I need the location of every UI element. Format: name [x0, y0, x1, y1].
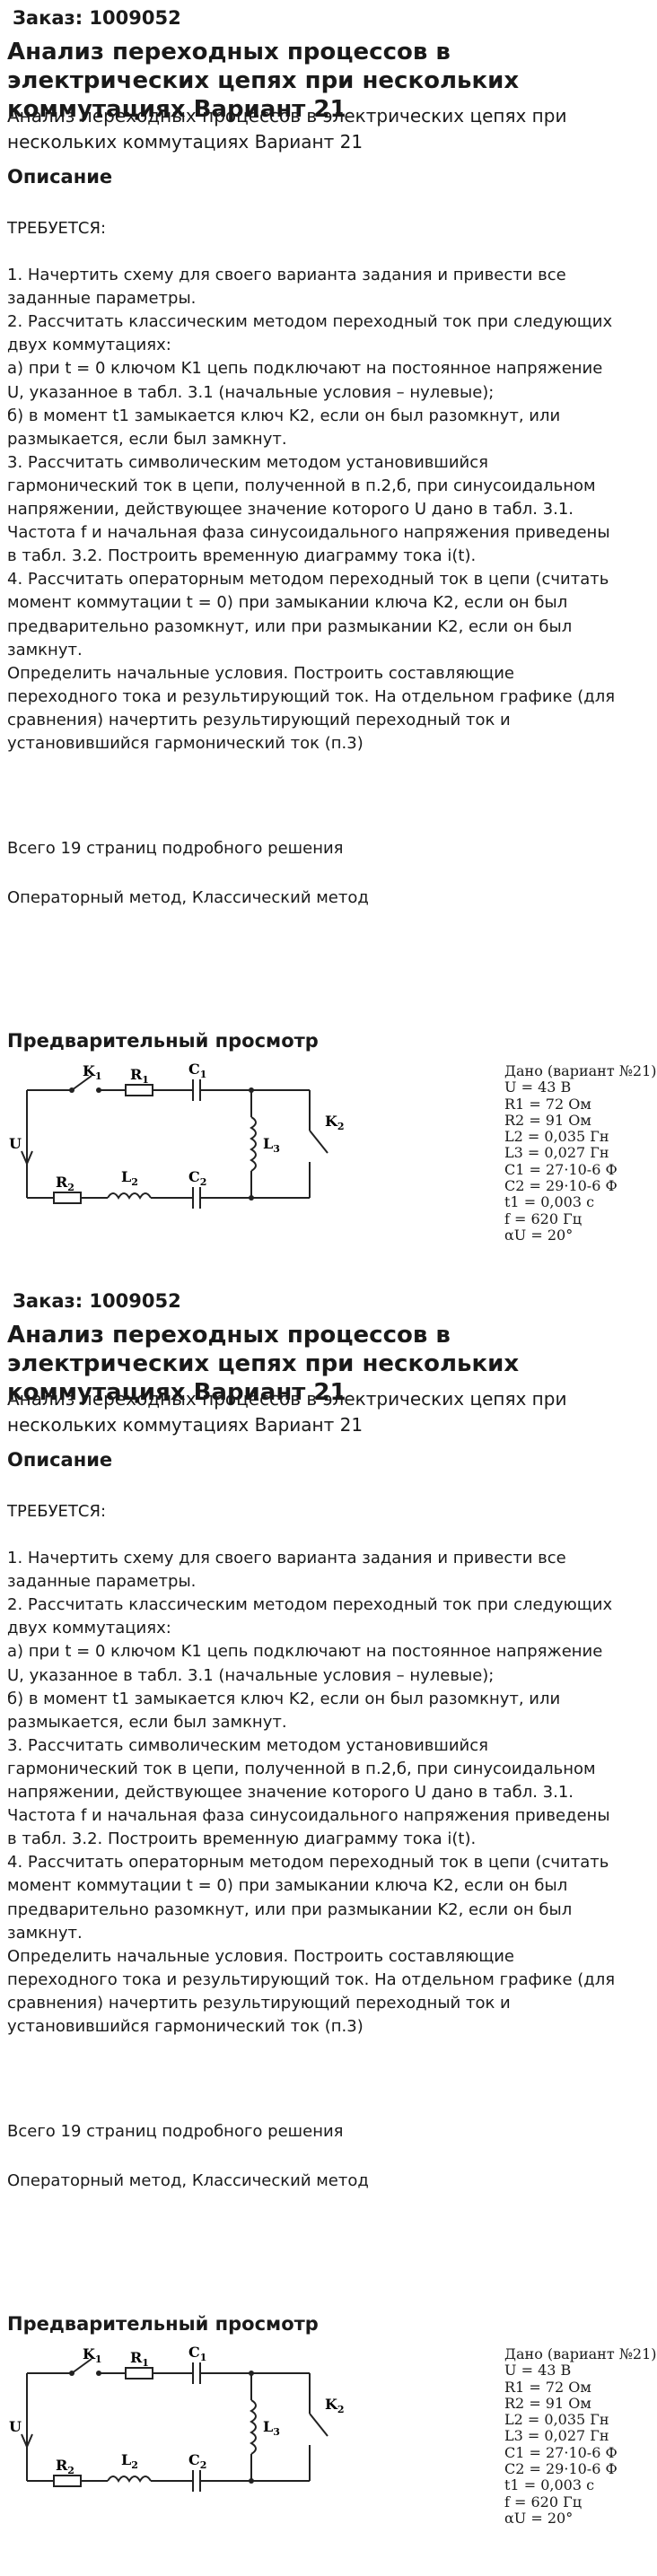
preview-heading: Предварительный просмотр [7, 2313, 319, 2335]
given-line: U = 43 В [504, 2362, 572, 2380]
order-number: Заказ: 1009052 [13, 1290, 181, 1312]
description-line: ТРЕБУЕТСЯ: [7, 1502, 107, 1521]
description-line: 2. Рассчитать классическим методом перех… [7, 1595, 613, 1638]
label-c2: C2 [188, 2451, 206, 2471]
given-line: f = 620 Гц [504, 1209, 583, 1227]
description-spacer [7, 1524, 622, 1547]
description-line: ТРЕБУЕТСЯ: [7, 219, 107, 238]
description-body: ТРЕБУЕТСЯ: 1. Начертить схему для своего… [7, 1500, 622, 2039]
given-line: L2 = 0,035 Гн [504, 1128, 609, 1146]
description-heading: Описание [7, 166, 113, 188]
description-line: б) в момент t1 замыкается ключ K2, если … [7, 1689, 561, 1732]
label-l3: L3 [263, 2418, 280, 2438]
preview-heading: Предварительный просмотр [7, 1030, 319, 1052]
label-k1: K1 [83, 2345, 102, 2365]
circuit-diagram: K1 R1 C1 L3 K2 U R2 L2 C2 [9, 1061, 345, 1209]
label-c1: C1 [188, 2344, 206, 2363]
label-r1: R1 [130, 2349, 149, 2369]
description-heading: Описание [7, 1449, 113, 1471]
given-line: R1 = 72 Ом [504, 2378, 591, 2396]
label-l2: L2 [121, 1168, 138, 1188]
page-title: Анализ переходных процессов в электричес… [7, 1322, 520, 1406]
description-line: Определить начальные условия. Построить … [7, 1946, 616, 2036]
description-line: 4. Рассчитать операторным методом перехо… [7, 570, 609, 659]
subtitle: Анализ переходных процессов в электричес… [7, 1388, 567, 1436]
label-u: U [9, 2418, 22, 2435]
label-r1: R1 [130, 1066, 149, 1086]
given-line: Дано (вариант №21) [504, 1062, 657, 1079]
circuit-diagram: K1 R1 C1 L3 K2 U R2 L2 C2 [9, 2344, 345, 2492]
given-line: C1 = 27·10-6 Ф [504, 2443, 618, 2461]
given-line: R2 = 91 Ом [504, 2394, 591, 2412]
label-l3: L3 [263, 1135, 280, 1155]
label-c2: C2 [188, 1168, 206, 1188]
description-line: 3. Рассчитать символическим методом уста… [7, 1735, 610, 1849]
methods: Операторный метод, Классический метод [7, 2171, 369, 2190]
given-parameters: Дано (вариант №21) U = 43 В R1 = 72 Ом R… [504, 1062, 657, 1244]
pages-count: Всего 19 страниц подробного решения [7, 839, 344, 858]
description-line: а) при t = 0 ключом K1 цепь подключают н… [7, 1642, 603, 1685]
description-line: 1. Начертить схему для своего варианта з… [7, 266, 566, 309]
given-line: R1 = 72 Ом [504, 1095, 591, 1113]
given-line: C2 = 29·10-6 Ф [504, 2460, 618, 2478]
given-parameters: Дано (вариант №21) U = 43 В R1 = 72 Ом R… [504, 2345, 657, 2527]
given-line: C1 = 27·10-6 Ф [504, 1160, 618, 1178]
given-line: f = 620 Гц [504, 2493, 583, 2511]
preview-image: K1 R1 C1 L3 K2 U R2 L2 C2 Дано (вариант … [9, 2344, 657, 2527]
description-body: ТРЕБУЕТСЯ: 1. Начертить схему для своего… [7, 217, 622, 755]
description-line: 4. Рассчитать операторным методом перехо… [7, 1853, 609, 1943]
given-line: L2 = 0,035 Гн [504, 2411, 609, 2429]
description-line: а) при t = 0 ключом K1 цепь подключают н… [7, 359, 603, 402]
subtitle: Анализ переходных процессов в электричес… [7, 105, 567, 153]
label-u: U [9, 1135, 22, 1152]
given-line: L3 = 0,027 Гн [504, 2427, 609, 2445]
label-k2: K2 [325, 2396, 345, 2415]
given-line: t1 = 0,003 с [504, 2476, 595, 2494]
given-line: R2 = 91 Ом [504, 1111, 591, 1129]
description-line: 2. Рассчитать классическим методом перех… [7, 312, 613, 355]
label-l2: L2 [121, 2451, 138, 2471]
description-line: б) в момент t1 замыкается ключ K2, если … [7, 406, 561, 449]
label-r2: R2 [56, 1174, 74, 1193]
description-spacer [7, 240, 622, 264]
given-line: t1 = 0,003 с [504, 1193, 595, 1211]
preview-image: K1 R1 C1 L3 K2 U R2 L2 C2 Дано (вариант … [9, 1061, 657, 1244]
given-line: U = 43 В [504, 1078, 572, 1096]
given-line: αU = 20° [504, 2509, 574, 2527]
given-line: αU = 20° [504, 1226, 574, 1244]
methods: Операторный метод, Классический метод [7, 888, 369, 907]
description-line: Определить начальные условия. Построить … [7, 663, 616, 753]
label-r2: R2 [56, 2457, 74, 2476]
order-number: Заказ: 1009052 [13, 7, 181, 29]
given-line: L3 = 0,027 Гн [504, 1144, 609, 1162]
page-title: Анализ переходных процессов в электричес… [7, 39, 520, 123]
given-line: Дано (вариант №21) [504, 2345, 657, 2362]
description-line: 3. Рассчитать символическим методом уста… [7, 452, 610, 566]
label-c1: C1 [188, 1061, 206, 1080]
label-k2: K2 [325, 1113, 345, 1132]
given-line: C2 = 29·10-6 Ф [504, 1177, 618, 1195]
label-k1: K1 [83, 1062, 102, 1082]
pages-count: Всего 19 страниц подробного решения [7, 2122, 344, 2141]
description-line: 1. Начертить схему для своего варианта з… [7, 1549, 566, 1592]
